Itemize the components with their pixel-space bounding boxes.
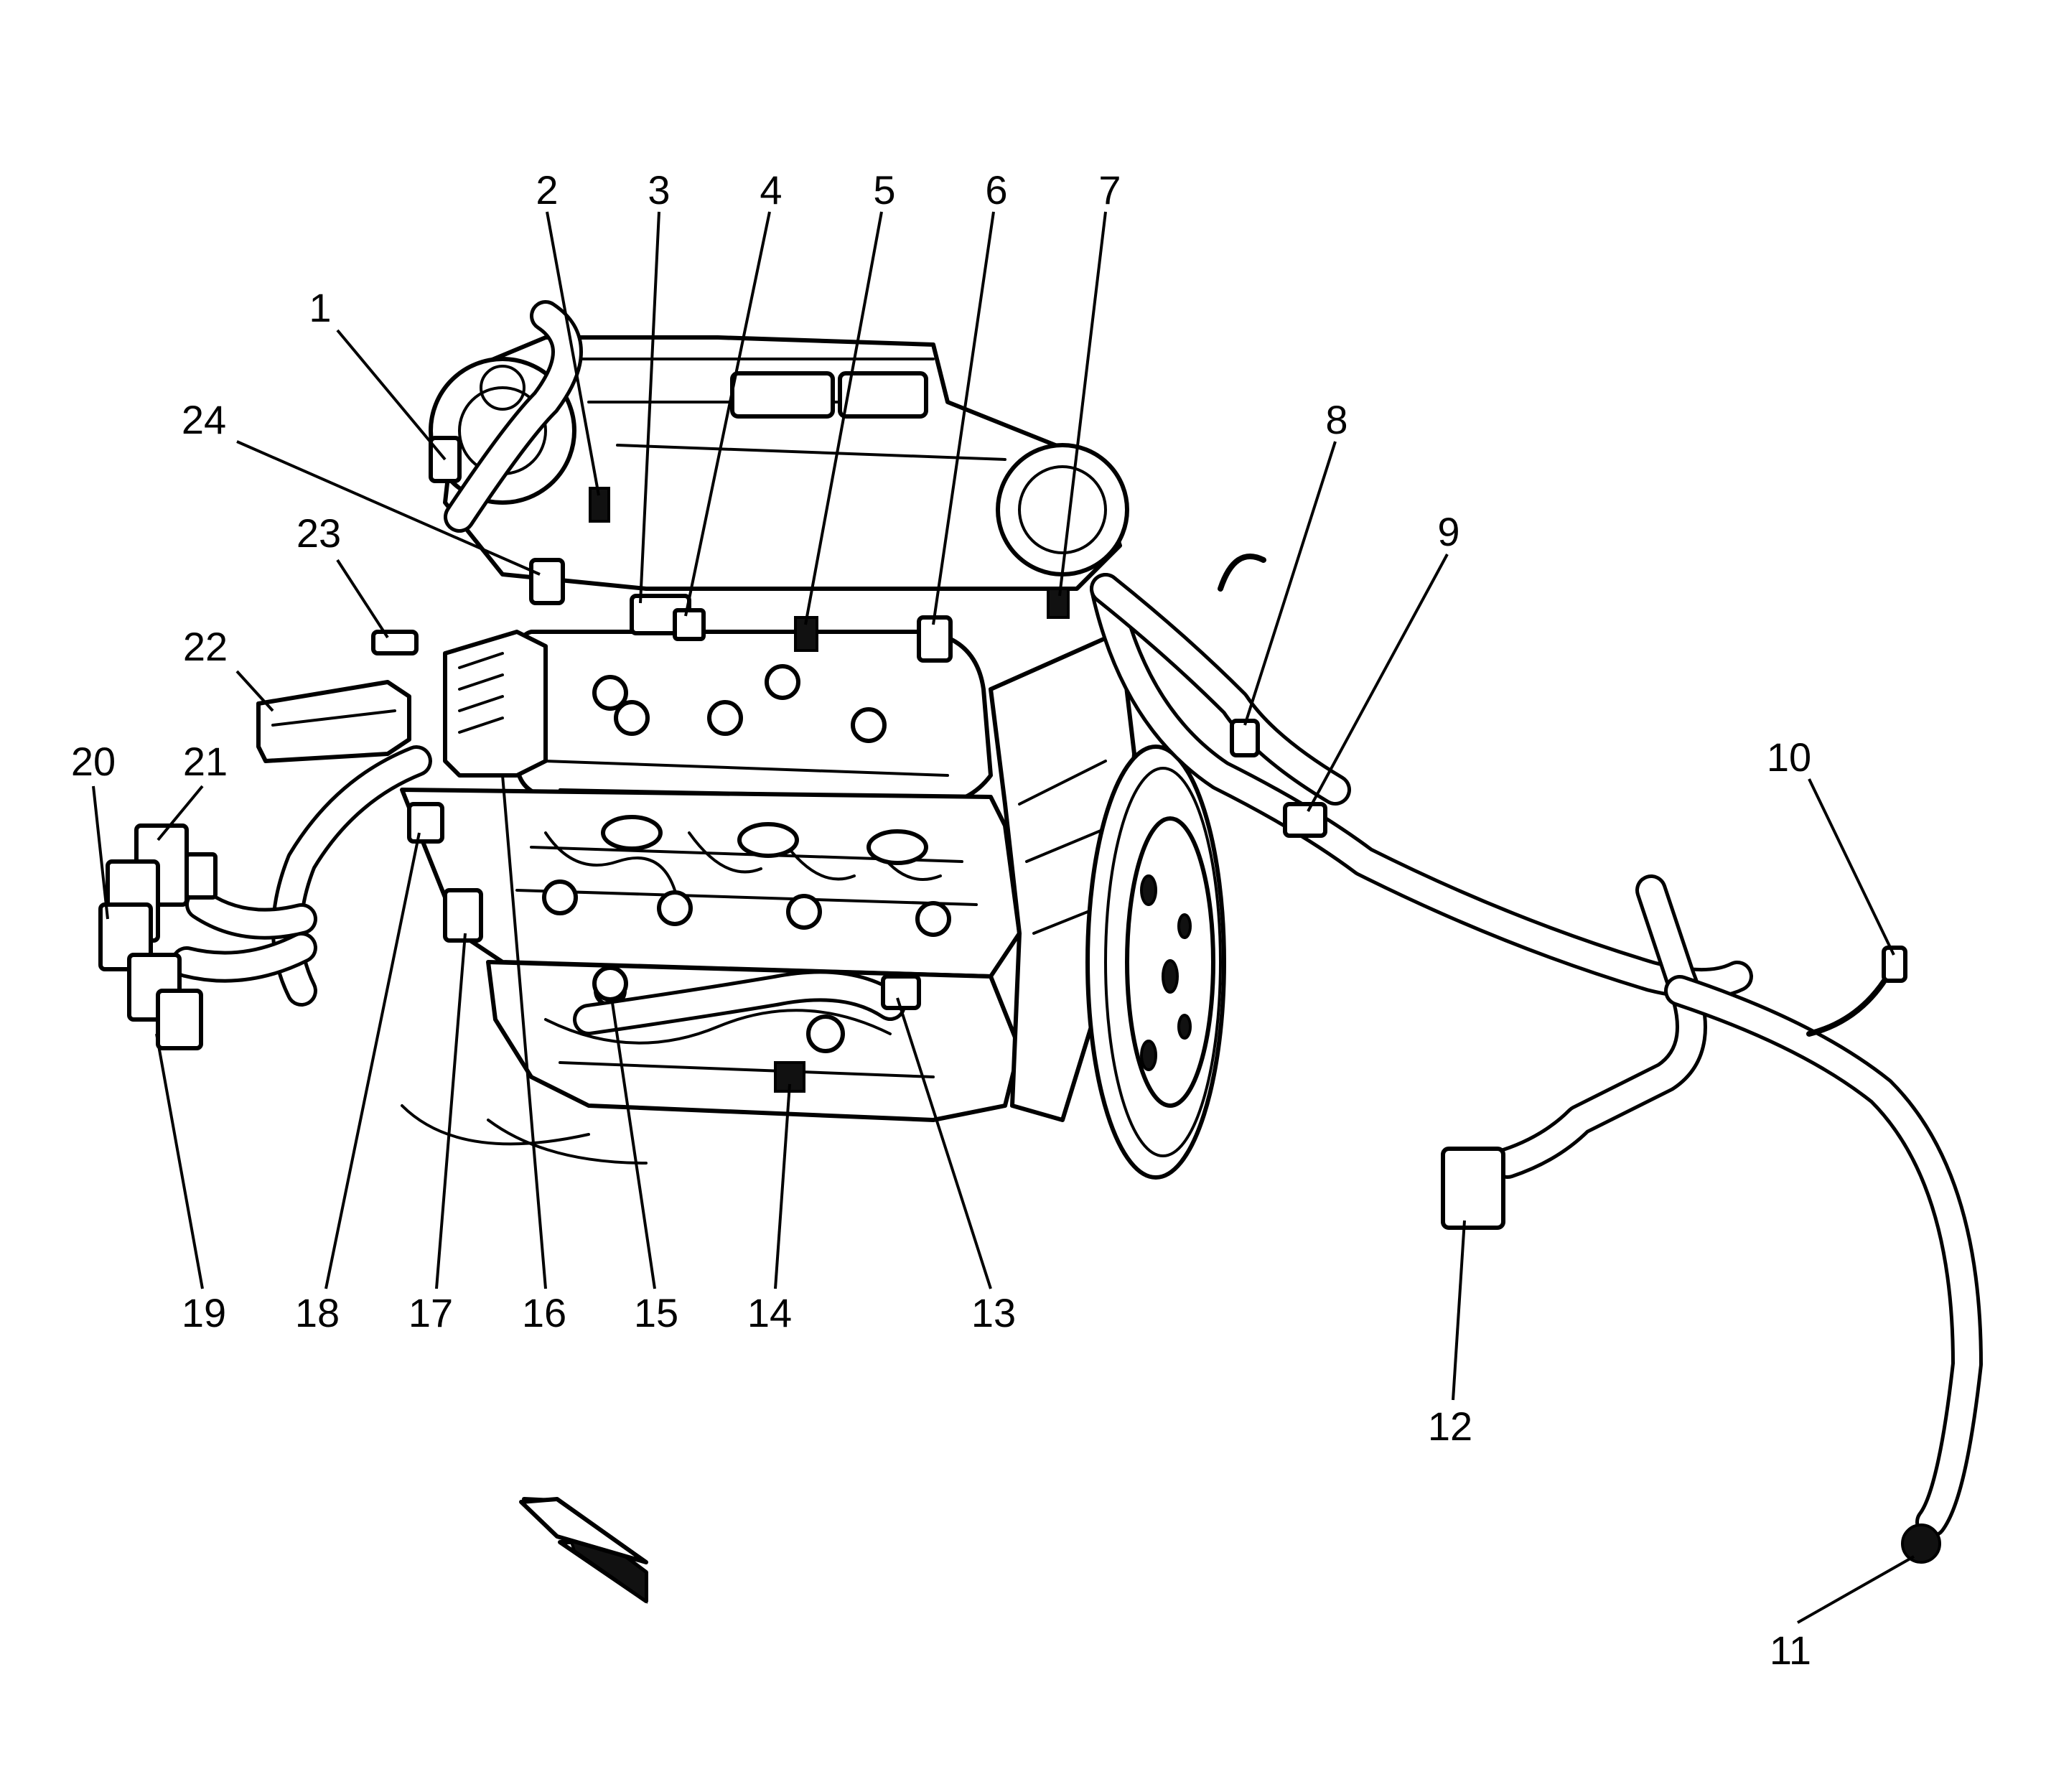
- connector-13: [881, 974, 921, 1010]
- connector-18: [407, 802, 444, 844]
- callout-14: 14: [747, 1290, 792, 1335]
- callout-15: 15: [634, 1290, 678, 1335]
- callout-1: 1: [309, 285, 331, 330]
- connector-8: [1230, 719, 1260, 757]
- callout-10: 10: [1767, 734, 1811, 780]
- connector-12: [1441, 1147, 1505, 1230]
- leader-lines: [92, 211, 1915, 1624]
- callout-21: 21: [183, 739, 228, 784]
- callout-6: 6: [985, 167, 1007, 213]
- callout-7: 7: [1098, 167, 1121, 213]
- engine-block: [400, 788, 1022, 979]
- connector-7: [1047, 587, 1070, 619]
- connector-15: [592, 966, 628, 1002]
- callout-labels: 1 2 3 4 5 6 7 8 9 10 11 12 13 14 15 16 1…: [71, 167, 1811, 1673]
- callout-8: 8: [1325, 397, 1347, 442]
- callout-16: 16: [522, 1290, 566, 1335]
- callout-23: 23: [296, 510, 341, 556]
- connector-10: [1882, 946, 1907, 983]
- connector-23: [371, 630, 419, 655]
- engine-assembly: [400, 335, 1226, 1180]
- flywheel: [1085, 745, 1226, 1180]
- callout-18: 18: [295, 1290, 340, 1335]
- wiring-harness: [171, 300, 1983, 1538]
- connectors: [98, 436, 1941, 1564]
- module-22: [256, 680, 411, 763]
- callout-22: 22: [183, 624, 228, 669]
- callout-2: 2: [536, 167, 558, 213]
- view-direction-arrow-icon: [519, 1497, 648, 1604]
- callout-24: 24: [182, 397, 226, 442]
- callout-13: 13: [971, 1290, 1016, 1335]
- connector-9: [1283, 802, 1327, 838]
- callout-4: 4: [760, 167, 782, 213]
- callout-11: 11: [1770, 1628, 1811, 1673]
- callout-17: 17: [408, 1290, 453, 1335]
- connector-17: [443, 888, 483, 943]
- callout-5: 5: [873, 167, 895, 213]
- connector-4: [673, 608, 706, 641]
- bulkhead-connectors: [98, 823, 218, 1050]
- callout-20: 20: [71, 739, 116, 784]
- connector-24: [529, 558, 565, 605]
- callout-12: 12: [1428, 1404, 1472, 1449]
- intake-vent: [730, 371, 835, 419]
- connector-11: [1901, 1523, 1941, 1564]
- throttle-body: [996, 443, 1129, 577]
- engine-control-module: [443, 630, 548, 778]
- callout-19: 19: [182, 1290, 226, 1335]
- callout-9: 9: [1437, 509, 1459, 554]
- callout-3: 3: [648, 167, 670, 213]
